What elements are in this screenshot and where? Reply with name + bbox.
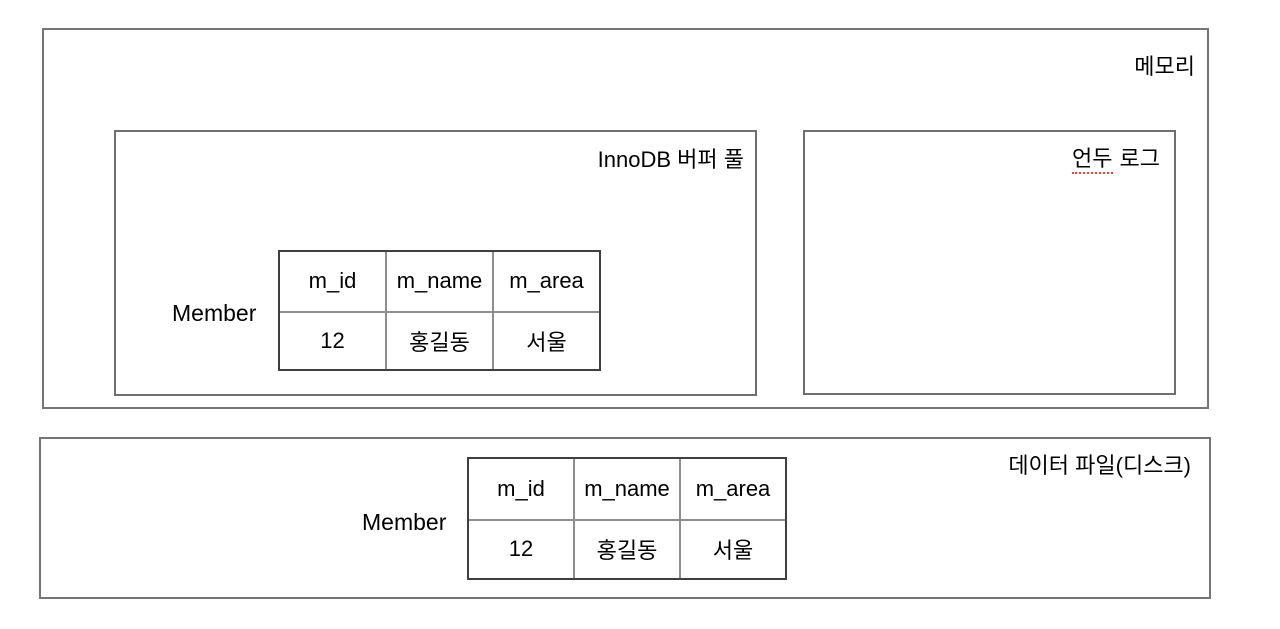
innodb-buffer-pool-box: InnoDB 버퍼 풀 Member m_id m_name m_area 12… [114,130,757,396]
table-data-cell: 12 [280,310,385,369]
table-data-cell: 서울 [679,518,785,578]
table-header-cell: m_id [469,459,573,519]
table-data-cell: 12 [469,518,573,578]
memory-label: 메모리 [1134,54,1195,79]
table-data-cell: 서울 [492,310,599,369]
member-table-title: Member [172,300,257,326]
table-data-cell: 홍길동 [385,310,492,369]
innodb-buffer-pool-label: InnoDB 버퍼 풀 [597,147,744,172]
member-table-disk: m_id m_name m_area 12 홍길동 서울 [467,457,787,580]
memory-box: 메모리 InnoDB 버퍼 풀 Member m_id m_name m_are… [42,28,1209,409]
table-header-cell: m_area [679,459,785,519]
data-file-disk-box: 데이터 파일(디스크) Member m_id m_name m_area 12… [39,437,1211,599]
table-header-cell: m_area [492,252,599,311]
member-table-title: Member [362,509,447,535]
undo-log-label-word: 로그 [1119,146,1160,171]
table-header-cell: m_id [280,252,385,311]
table-data-cell: 홍길동 [573,518,679,578]
table-header-cell: m_name [573,459,679,519]
data-file-disk-label: 데이터 파일(디스크) [1008,453,1191,478]
undo-log-label-word-underlined: 언두 [1072,146,1113,174]
table-header-cell: m_name [385,252,492,311]
member-table-memory: m_id m_name m_area 12 홍길동 서울 [278,250,601,371]
